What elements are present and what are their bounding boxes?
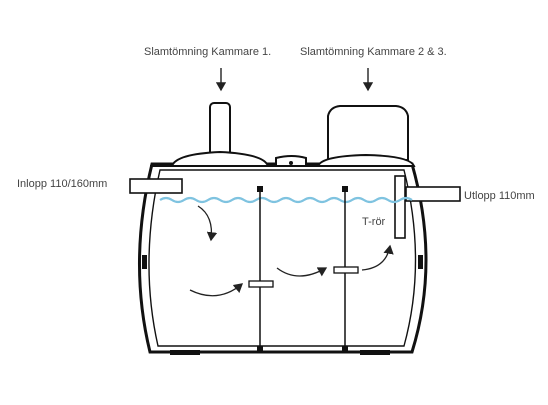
label-outlet: Utlopp 110mm xyxy=(464,190,535,202)
t-pipe xyxy=(394,175,406,239)
outlet-pipe xyxy=(405,186,461,202)
pointer-arrows xyxy=(215,68,374,92)
flow-arrows xyxy=(189,205,394,297)
flow-arrow-chamber-3 xyxy=(361,244,394,271)
water-level-line xyxy=(159,196,413,204)
partition-wall-1 xyxy=(248,186,274,352)
label-t-pipe: T-rör xyxy=(362,216,386,228)
foot-right xyxy=(360,350,390,355)
label-sludge-chamber-2-3: Slamtömning Kammare 2 & 3. xyxy=(300,46,447,58)
flow-arrow-chamber-2 xyxy=(276,267,328,277)
label-sludge-chamber-1: Slamtömning Kammare 1. xyxy=(144,46,272,58)
flow-arrow-inlet xyxy=(197,205,218,242)
rib-right xyxy=(418,255,423,269)
rib-left xyxy=(142,255,147,269)
partition-wall-2 xyxy=(333,186,359,352)
manhole-chamber-2-3 xyxy=(316,105,416,167)
label-inlet: Inlopp 110/160mm xyxy=(17,178,108,190)
inlet-pipe xyxy=(129,178,183,194)
center-cap xyxy=(275,155,307,167)
foot-left xyxy=(170,350,200,355)
manhole-chamber-1 xyxy=(170,102,270,167)
flow-arrow-chamber-1 xyxy=(189,283,243,297)
